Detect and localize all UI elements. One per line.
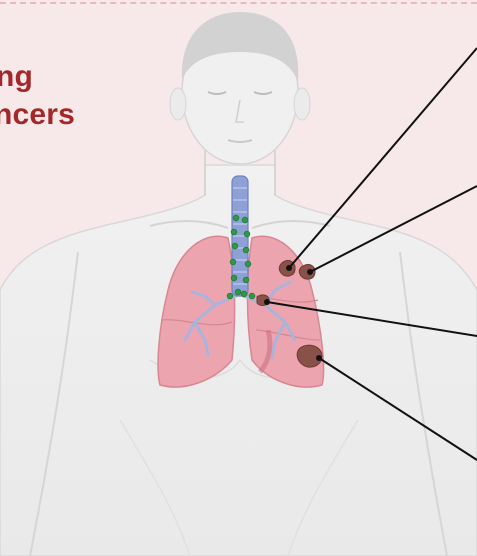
page-title: ng ncers [0, 58, 75, 134]
title-line-1: ng [0, 58, 75, 96]
head-icon [170, 12, 310, 164]
title-line-2: ncers [0, 96, 75, 134]
